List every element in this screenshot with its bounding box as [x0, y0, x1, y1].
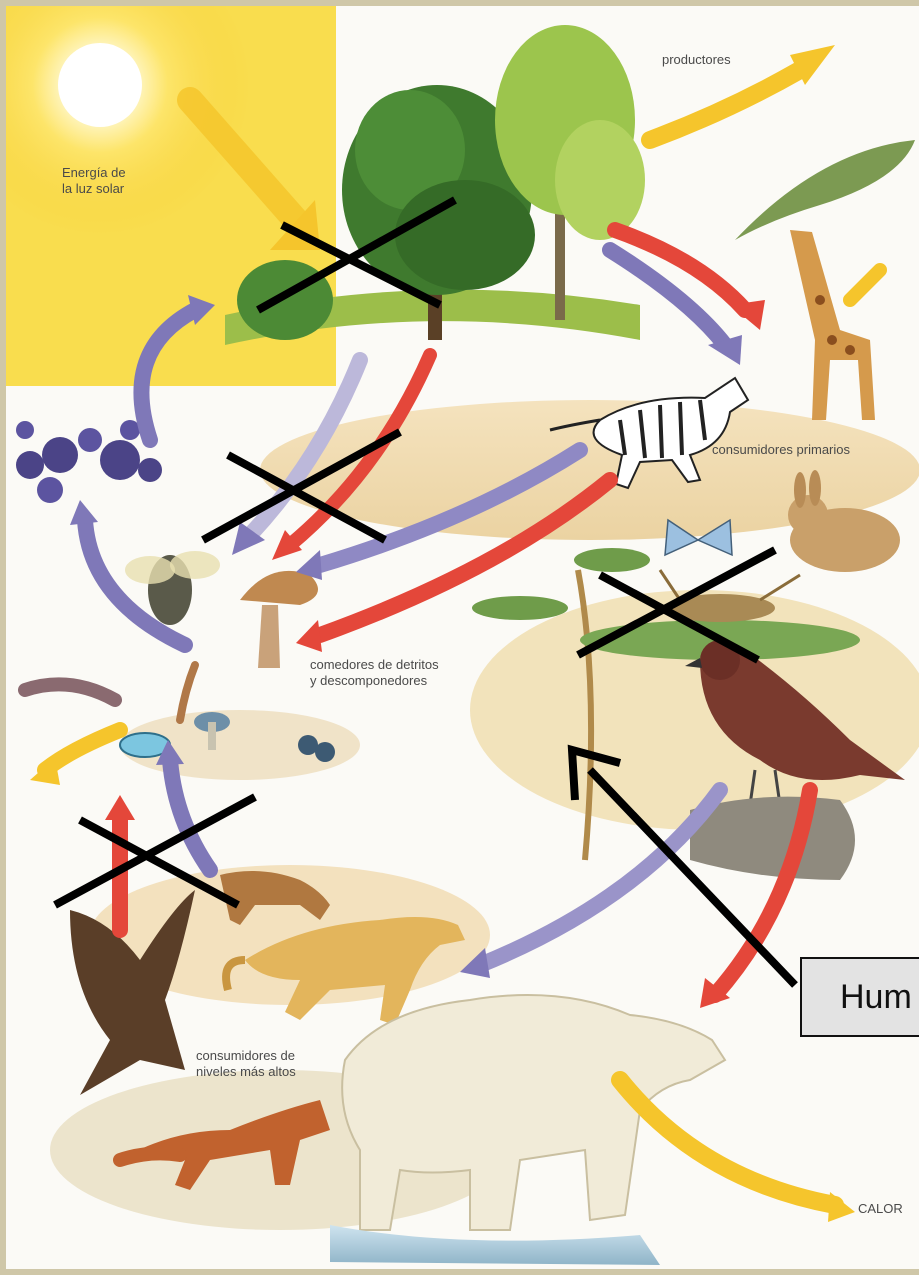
label-detritivores: comedores de detritos y descomponedores — [310, 657, 439, 689]
worm — [180, 665, 195, 720]
label-solar-energy: Energía de la luz solar — [62, 165, 126, 197]
callout-box: Hum — [800, 957, 919, 1037]
giraffe — [735, 140, 915, 420]
label-heat: CALOR — [858, 1201, 903, 1217]
centipede — [25, 684, 115, 700]
mushroom — [240, 571, 318, 668]
label-primary-consumers: consumidores primarios — [712, 442, 850, 458]
label-producers: productores — [662, 52, 731, 68]
label-higher-consumers: consumidores de niveles más altos — [196, 1048, 296, 1080]
